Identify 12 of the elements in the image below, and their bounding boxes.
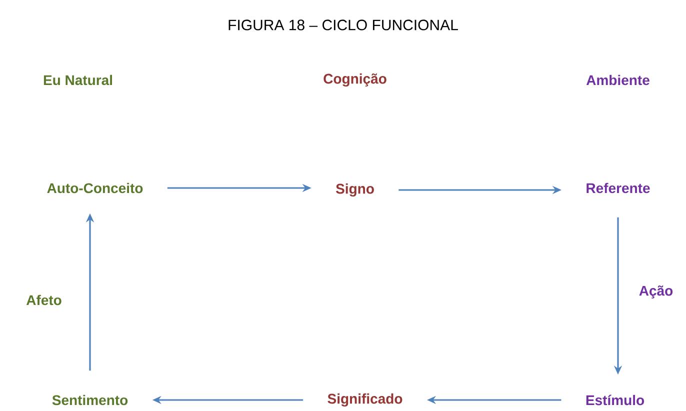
node-label: Referente bbox=[586, 182, 650, 194]
column-heading: Ambiente bbox=[586, 74, 650, 86]
node-label: Sentimento bbox=[52, 394, 128, 406]
node-label: Auto-Conceito bbox=[47, 182, 143, 194]
node-label: Significado bbox=[328, 393, 402, 407]
title: FIGURA 18 – CICLO FUNCIONAL bbox=[228, 20, 458, 30]
column-heading: Eu Natural bbox=[44, 74, 112, 86]
node-label: Estímulo bbox=[586, 394, 644, 406]
node-label: Signo bbox=[336, 183, 374, 197]
column-heading: Cognição bbox=[324, 73, 386, 87]
edge-label: Afeto bbox=[26, 294, 62, 306]
edge-label: Ação bbox=[639, 285, 673, 298]
